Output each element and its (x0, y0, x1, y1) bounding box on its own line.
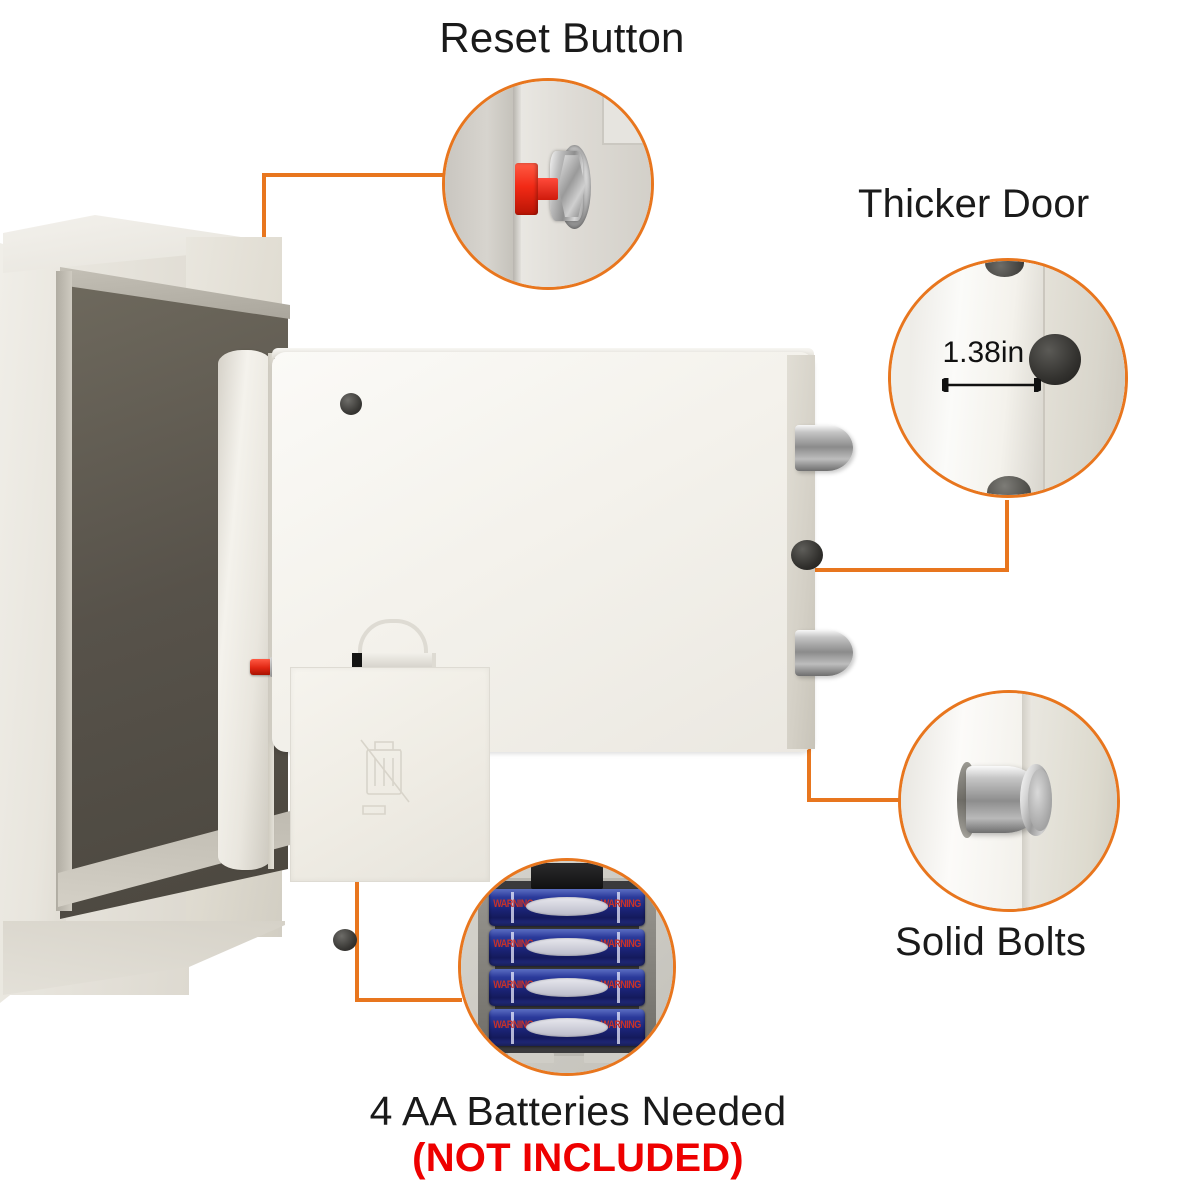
callout-circle-solid-bolts (898, 690, 1120, 912)
screw-icon-top-left (340, 393, 362, 415)
callout-label-solid-bolts: Solid Bolts (895, 920, 1087, 964)
bolt-icon-bottom (795, 630, 853, 676)
red-reset-button-icon (515, 163, 538, 215)
thick-detail-screw-top (984, 261, 1025, 278)
callout-label-thicker-door: Thicker Door (858, 182, 1090, 226)
crossed-out-wheelie-bin-icon (360, 739, 410, 815)
battery-cover-icon[interactable] (290, 667, 490, 882)
product-safe-image (0, 215, 853, 1005)
thick-detail-bumper (1029, 333, 1081, 385)
reset-button-icon[interactable] (250, 659, 272, 675)
bolt-detail-cap-face (1028, 768, 1053, 832)
dimension-arrow-icon (942, 378, 1041, 392)
callout-label-not-included: (NOT INCLUDED) (412, 1136, 744, 1180)
bolt-icon-top (795, 425, 853, 471)
battery-detail-clip (530, 863, 604, 889)
thick-detail-screw-bottom (986, 476, 1032, 495)
callout-label-reset-button: Reset Button (439, 14, 685, 61)
door-bumper-icon (791, 540, 823, 570)
reset-detail-stem (533, 177, 559, 201)
reset-detail-panel (601, 89, 651, 145)
screw-icon-bottom-left (333, 929, 357, 951)
battery-detail-tab-left (507, 1052, 555, 1064)
dimension-value-label: 1.38in (942, 335, 1025, 369)
door-clip-stop (352, 653, 362, 671)
safe-bottom-edge (3, 921, 285, 995)
callout-circle-thicker-door: 1.38in (888, 258, 1128, 498)
callout-label-batteries: 4 AA Batteries Needed (369, 1088, 787, 1134)
safe-left-face (0, 243, 66, 1003)
safe-interior-left-wall (56, 271, 72, 911)
callout-circle-reset-button (442, 78, 654, 290)
reset-detail-wall-left (445, 81, 516, 287)
door-clip-arc (358, 619, 428, 659)
door-hinge-icon (218, 350, 272, 870)
reset-detail-nut (558, 155, 586, 217)
door-hinge-seam (268, 353, 274, 869)
battery-detail-tab-right (583, 1052, 631, 1064)
